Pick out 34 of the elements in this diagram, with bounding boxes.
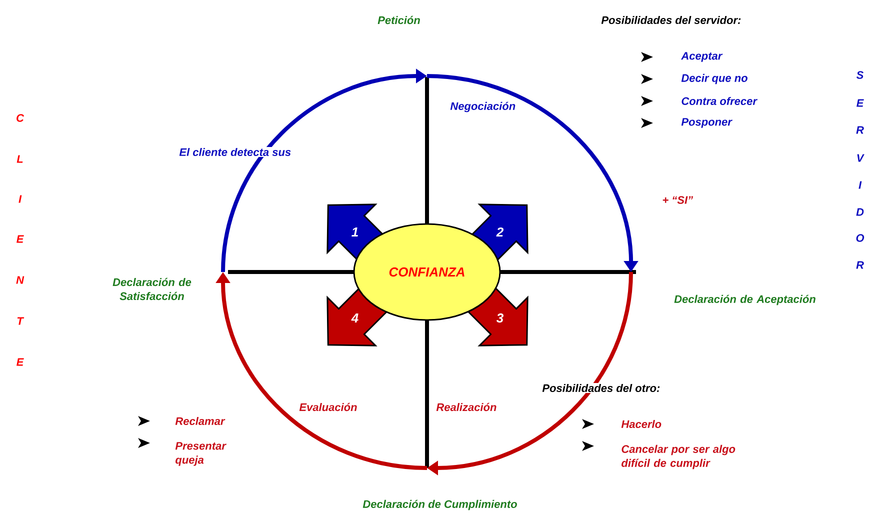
label-text: N <box>16 276 24 284</box>
label-text: S <box>856 71 864 79</box>
label-text: E <box>16 358 24 366</box>
label-text: Petición <box>378 16 420 24</box>
label-text: Hacerlo <box>621 420 662 428</box>
label-text: Reclamar <box>175 416 226 426</box>
label-text: Declaración de Aceptación <box>674 294 816 306</box>
label-text: Declaración de Cumplimiento <box>362 500 517 510</box>
label-text: V <box>857 154 864 162</box>
label-text: R <box>856 126 864 134</box>
label-text: Posibilidades del servidor: <box>601 16 741 24</box>
label-text: Posponer <box>681 118 732 128</box>
label-text: C <box>16 114 24 122</box>
label-text: Cancelar por ser algo difícil de cumplir <box>622 444 736 470</box>
label-text: D <box>856 208 864 216</box>
label-text: Presentar queja <box>175 442 226 466</box>
label-text: Decir que no <box>681 74 748 84</box>
label-text: Aceptar <box>680 52 723 62</box>
label-text: E <box>856 99 864 107</box>
label-text: Negociación <box>449 100 517 114</box>
label-text: Evaluación <box>299 402 357 412</box>
label-text: O <box>856 234 864 242</box>
label-text: R <box>856 261 864 269</box>
label-text: Declaración de Satisfacción <box>112 278 192 300</box>
label-text: Contra ofrecer <box>682 96 758 106</box>
label-text: Realización <box>436 402 496 412</box>
label-text: + “SI” <box>662 196 694 204</box>
label-text: El cliente detecta sus <box>178 146 292 158</box>
label-text: L <box>16 155 23 163</box>
label-text: E <box>16 235 24 243</box>
label-text: Posibilidades del otro: <box>541 382 662 394</box>
label-text: I <box>858 181 862 189</box>
label-text: I <box>18 195 22 203</box>
label-text: T <box>17 317 24 325</box>
